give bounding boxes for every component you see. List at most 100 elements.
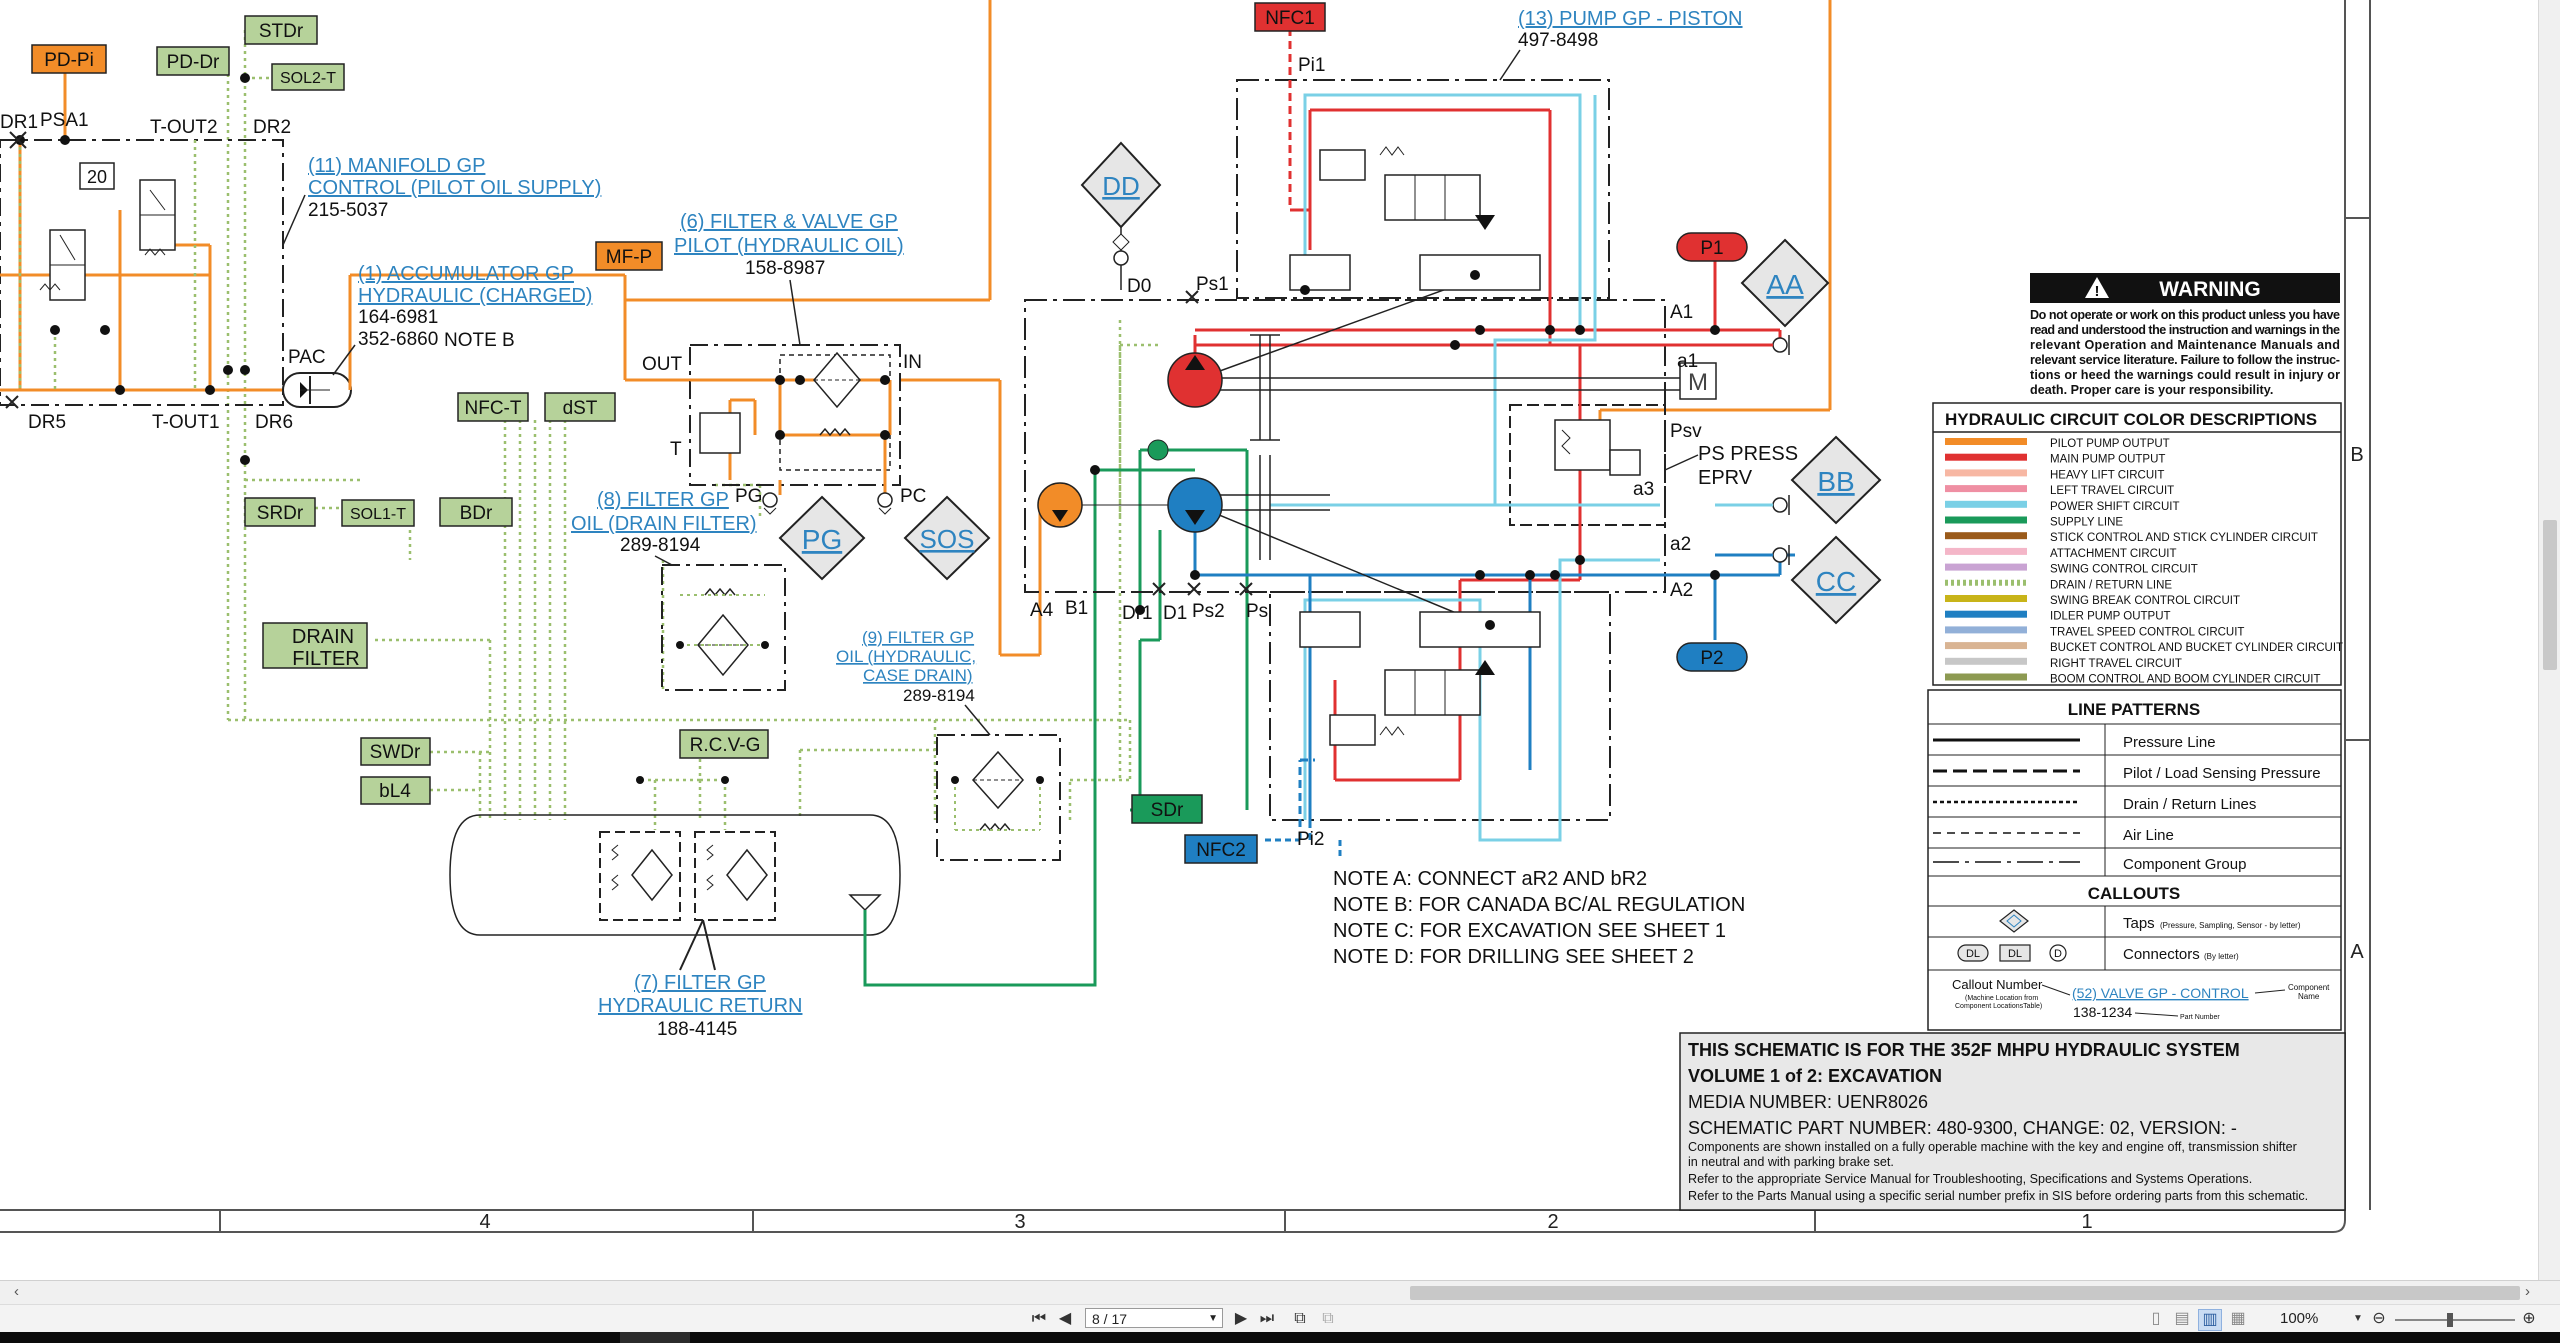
svg-text:P2: P2 — [1700, 648, 1723, 669]
sample-callout: (52) VALVE GP - CONTROL — [2072, 985, 2249, 1001]
drain-return-lines — [226, 30, 1160, 830]
grid-col-3: 3 — [1014, 1211, 1025, 1233]
copy-page-icon[interactable]: ⧉ — [1294, 1310, 1306, 1327]
svg-text:(7) FILTER GP: (7) FILTER GP — [634, 972, 766, 994]
port-pc: PC — [900, 486, 926, 507]
single-page-view-icon[interactable]: ▯ — [2151, 1310, 2161, 1327]
callout-filter-return[interactable]: (7) FILTER GP HYDRAULIC RETURN 188-4145 — [598, 972, 802, 1040]
port-a4: A4 — [1030, 600, 1054, 621]
warning-title: WARNING — [2159, 278, 2261, 301]
pattern-label: Pressure Line — [2123, 734, 2216, 751]
tap-bb[interactable]: BB — [1790, 435, 1882, 525]
next-page-icon[interactable]: ▶ — [1234, 1310, 1248, 1327]
callout-manifold[interactable]: (11) MANIFOLD GP CONTROL (PILOT OIL SUPP… — [282, 155, 601, 246]
svg-text:DRAIN: DRAIN — [292, 626, 354, 648]
svg-text:289-8194: 289-8194 — [620, 535, 701, 556]
box-swdr: SWDr — [360, 737, 431, 766]
two-page-continuous-icon[interactable]: ▦ — [2230, 1310, 2246, 1327]
callout-accumulator[interactable]: (1) ACCUMULATOR GP HYDRAULIC (CHARGED) 1… — [332, 263, 592, 376]
legend-row: STICK CONTROL AND STICK CYLINDER CIRCUIT — [1945, 532, 2318, 544]
legend-label: IDLER PUMP OUTPUT — [2050, 611, 2171, 623]
zoom-level[interactable]: 100% — [2280, 1310, 2319, 1327]
last-page-icon[interactable]: ⏭ — [1259, 1310, 1275, 1327]
svg-text:FILTER: FILTER — [292, 648, 359, 670]
box-pd-pi: PD-Pi — [31, 44, 107, 74]
box-nfc-t: NFC-T — [457, 392, 529, 422]
callout-pump[interactable]: (13) PUMP GP - PISTON 497-8498 — [1499, 8, 1743, 81]
box-bl4: bL4 — [360, 776, 431, 805]
port-psv: Psv — [1670, 421, 1702, 442]
svg-text:OIL (DRAIN FILTER): OIL (DRAIN FILTER) — [571, 513, 757, 535]
pilot-lines — [348, 0, 1832, 657]
two-page-view-icon[interactable]: ▥ — [2198, 1309, 2222, 1331]
svg-text:158-8987: 158-8987 — [745, 258, 825, 279]
legend-label: PILOT PUMP OUTPUT — [2050, 438, 2170, 450]
grid-col-4: 4 — [479, 1211, 490, 1233]
vertical-scrollbar[interactable] — [2538, 0, 2560, 1280]
port-pi1: Pi1 — [1298, 55, 1325, 76]
scroll-left-icon[interactable]: ‹ — [14, 1283, 19, 1300]
tap-dd[interactable]: DD — [1080, 141, 1162, 290]
page-toolbar: ⏮ ◀ 8 / 17 ▼ ▶ ⏭ ⧉ ⧉ ▯ ▤ ▥ ▦ 100% ▼ ⊖ ⊕ — [0, 1304, 2560, 1333]
chevron-down-icon[interactable]: ▼ — [1208, 1313, 1218, 1324]
port-pg: PG — [735, 486, 762, 507]
tap-aa[interactable]: AA — [1740, 238, 1830, 328]
legend-row: IDLER PUMP OUTPUT — [1945, 610, 2171, 623]
connectors-label: Connectors — [2123, 946, 2200, 963]
note-c: NOTE C: FOR EXCAVATION SEE SHEET 1 — [1333, 920, 1726, 942]
taskbar-strip — [0, 1332, 2560, 1343]
port-a1: A1 — [1670, 302, 1693, 323]
vertical-scroll-thumb[interactable] — [2543, 520, 2557, 670]
port-dr5: DR5 — [28, 412, 66, 433]
tap-sos[interactable]: SOS — [903, 495, 991, 581]
zoom-out-icon[interactable]: ⊖ — [2372, 1310, 2386, 1327]
line-patterns-title: LINE PATTERNS — [2068, 700, 2201, 719]
callout-filter-case[interactable]: (9) FILTER GP OIL (HYDRAULIC, CASE DRAIN… — [836, 628, 991, 736]
zoom-slider-knob[interactable] — [2447, 1313, 2453, 1327]
legend-row: BOOM CONTROL AND BOOM CYLINDER CIRCUIT — [1945, 673, 2321, 686]
callout-filter-valve[interactable]: (6) FILTER & VALVE GP PILOT (HYDRAULIC O… — [674, 211, 904, 346]
legend-swatch — [1945, 547, 2027, 555]
tap-pg[interactable]: PG — [778, 495, 866, 581]
port-in: IN — [903, 352, 922, 373]
warning-line: Do not operate or work on this product u… — [2030, 308, 2340, 322]
first-page-icon[interactable]: ⏮ — [1031, 1310, 1047, 1327]
legend-row: HEAVY LIFT CIRCUIT — [1945, 469, 2164, 481]
zoom-dropdown-icon[interactable]: ▼ — [2353, 1313, 2363, 1324]
svg-text:SWDr: SWDr — [370, 742, 421, 763]
warning-line: relevant Operation and Maintenance Manua… — [2030, 338, 2340, 352]
legend-label: BOOM CONTROL AND BOOM CYLINDER CIRCUIT — [2050, 674, 2321, 686]
tap-cc[interactable]: CC — [1790, 535, 1882, 625]
box-p2: P2 — [1676, 642, 1748, 672]
paste-page-icon[interactable]: ⧉ — [1322, 1310, 1334, 1327]
svg-text:MF-P: MF-P — [606, 247, 652, 268]
box-sol2-t: SOL2-T — [271, 63, 345, 91]
warning-line: tions or heed the warnings could result … — [2030, 368, 2340, 382]
continuous-view-icon[interactable]: ▤ — [2174, 1310, 2190, 1327]
page-number-input[interactable]: 8 / 17 ▼ — [1085, 1308, 1223, 1328]
pattern-label: Drain / Return Lines — [2123, 796, 2256, 813]
component-label-1: Component — [2288, 983, 2330, 992]
port-ps1: Ps1 — [1196, 274, 1229, 295]
box-nfc1: NFC1 — [1254, 2, 1326, 32]
callout-filter-drain[interactable]: (8) FILTER GP OIL (DRAIN FILTER) 289-819… — [571, 489, 757, 566]
port-tout2: T-OUT2 — [150, 117, 218, 138]
box-mf-p: MF-P — [595, 241, 663, 271]
sample-part: 138-1234 — [2073, 1004, 2132, 1020]
scroll-right-icon[interactable]: › — [2525, 1283, 2530, 1300]
port-dr6: DR6 — [255, 412, 293, 433]
prev-page-icon[interactable]: ◀ — [1058, 1310, 1072, 1327]
horizontal-scrollbar[interactable]: ‹ › — [0, 1280, 2560, 1305]
zoom-slider[interactable] — [2395, 1313, 2515, 1327]
warning-line: read and understood the instruction and … — [2030, 323, 2340, 337]
box-pd-dr: PD-Dr — [156, 46, 230, 76]
grid-col-1: 1 — [2081, 1211, 2092, 1233]
pattern-label: Air Line — [2123, 827, 2174, 844]
horizontal-scroll-thumb[interactable] — [1410, 1286, 2520, 1300]
box-bdr: BDr — [439, 497, 513, 527]
page-number-value: 8 / 17 — [1092, 1311, 1128, 1327]
color-legend-title: HYDRAULIC CIRCUIT COLOR DESCRIPTIONS — [1945, 410, 2317, 429]
connector-dl-square: DL — [2008, 948, 2022, 960]
port-b1: B1 — [1065, 598, 1088, 619]
zoom-in-icon[interactable]: ⊕ — [2522, 1310, 2536, 1327]
